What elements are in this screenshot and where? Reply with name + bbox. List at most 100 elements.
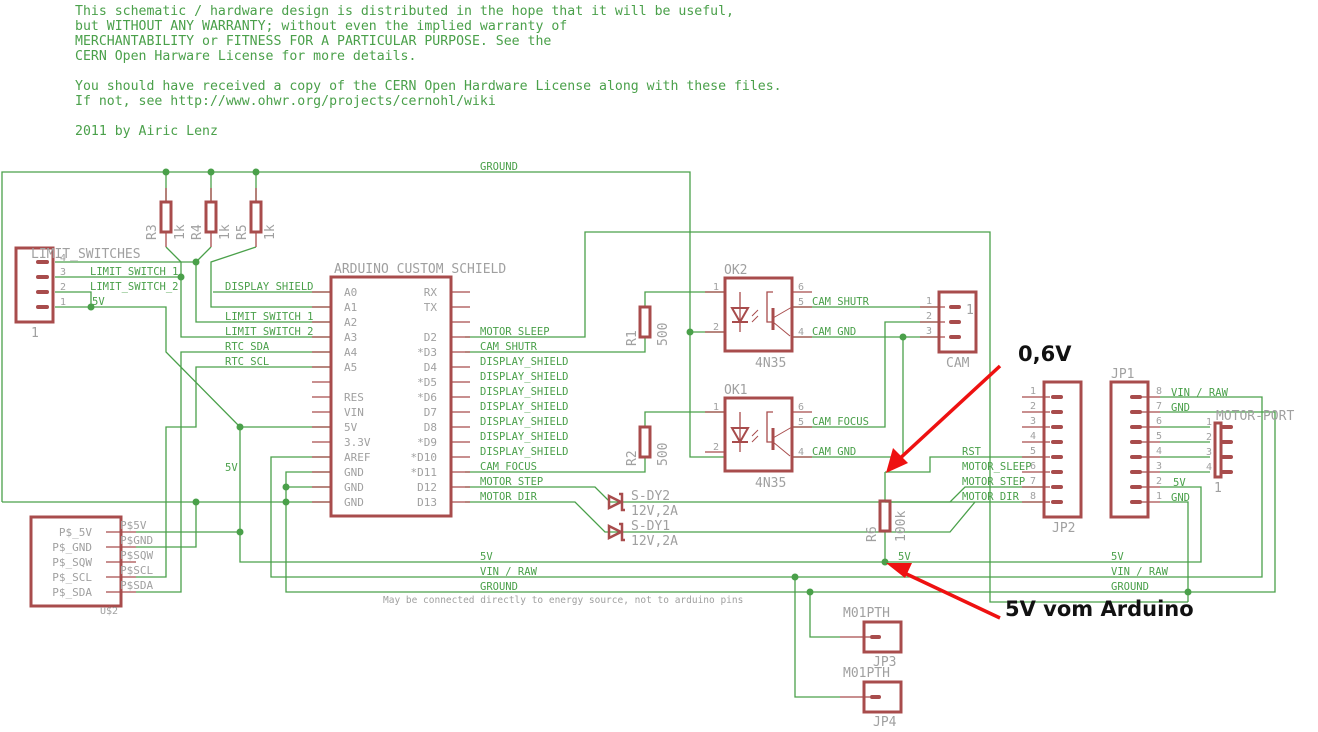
net-label-ground: GROUND (480, 161, 518, 173)
wire-rtc-sda (136, 351, 330, 593)
resistor-r4[interactable]: R4 1k (190, 188, 233, 247)
part-name: OK2 (724, 263, 747, 278)
cam-connector[interactable]: 1 1 1 2 3 CAM (920, 290, 978, 371)
resistor-r2[interactable]: R2 500 (625, 425, 671, 466)
pin-number: 1 (1156, 491, 1162, 502)
net-label-display-shield: DISPLAY_SHIELD (480, 386, 569, 398)
net-label-vin-raw: VIN / RAW (1171, 387, 1229, 399)
optocoupler-ok2[interactable]: OK2 1 2 6 5 4 4N35 (705, 263, 812, 371)
wire-motor-dir (465, 501, 885, 533)
resistor-r1[interactable]: R1 500 (625, 305, 671, 346)
pin-number: 3 (1156, 461, 1162, 472)
phototransistor-icon (766, 411, 793, 457)
part-name: MOTOR-PORT (1216, 409, 1294, 424)
pin-label: P$_SQW (52, 556, 92, 569)
wires (1, 171, 1276, 698)
wire-jp4 (794, 592, 840, 698)
part-name: LIMIT_SWITCHES (31, 247, 141, 262)
phototransistor-icon (766, 291, 793, 337)
wire-gnd-bus (285, 471, 796, 593)
wire-5v-bus (239, 427, 885, 563)
pin-number: 5 (1156, 431, 1162, 442)
net-label-display-shield: DISPLAY_SHIELD (225, 281, 314, 293)
arduino-right-pin-label: *D3 (417, 346, 437, 359)
pin-label: P$_SDA (52, 586, 92, 599)
pin-number: 8 (1156, 386, 1162, 397)
arduino-left-pin-label: A4 (344, 346, 358, 359)
annotation-0-6v: 0,6V (1018, 342, 1072, 366)
net-label-display-shield: DISPLAY_SHIELD (480, 401, 569, 413)
jp3-jumper[interactable]: M01PTH JP3 (840, 606, 903, 670)
junction (1184, 588, 1192, 596)
arduino-right-pin-label: D12 (417, 481, 437, 494)
arrow-line (897, 568, 1001, 620)
net-label-gnd: GND (1171, 492, 1190, 504)
net-label-motor-step: MOTOR_STEP (962, 476, 1025, 488)
part-value: 1 (31, 326, 39, 341)
part-name: JP3 (873, 655, 896, 670)
net-label-ground: GROUND (480, 581, 518, 593)
pin-number: 2 (713, 442, 719, 453)
arrow-head-icon (886, 563, 912, 578)
resistor-r3[interactable]: R3 1k (145, 188, 188, 247)
wire-rst (885, 456, 1045, 473)
pin-number: 1 (60, 297, 66, 308)
pin-label: P$SCL (120, 564, 153, 577)
diode-s-dy1[interactable]: S-DY1 12V,2A (607, 519, 678, 549)
wire-display-shield-a1 (210, 246, 330, 308)
part-value: 500 (656, 323, 671, 346)
optocoupler-ok1[interactable]: OK1 1 2 6 5 4 4N35 (705, 383, 812, 491)
header-body (1109, 380, 1150, 519)
part-value: 12V,2A (631, 534, 678, 549)
part-value: 100k (894, 511, 909, 542)
arduino-right-pin-label: D4 (424, 361, 438, 374)
annotation-5v-source: 5V vom Arduino (886, 563, 1194, 621)
junction (282, 498, 290, 506)
resistor-r6[interactable]: R6 100k (865, 499, 909, 542)
net-label-limit-switch-1: LIMIT_SWITCH_1 (225, 311, 314, 323)
pin-number: 6 (1030, 461, 1036, 472)
pin-number: 3 (926, 326, 932, 337)
motor-port-connector[interactable]: MOTOR-PORT 1 2 3 4 1 (1206, 409, 1294, 496)
arduino-left-pin-label: GND (344, 481, 364, 494)
energy-source-note: May be connected directly to energy sour… (383, 595, 743, 606)
pin-label: P$SDA (120, 579, 153, 592)
net-label-rst: RST (962, 446, 982, 458)
pin-number: 8 (1030, 491, 1036, 502)
junction (806, 588, 814, 596)
diode-s-dy2[interactable]: S-DY2 12V,2A (607, 489, 678, 519)
junction (236, 528, 244, 536)
net-label-vin-raw: VIN / RAW (1111, 566, 1169, 578)
part-value: M01PTH (843, 666, 890, 681)
arduino-right-pin-label: *D5 (417, 376, 437, 389)
resistor-r5[interactable]: R5 1k (235, 188, 278, 247)
net-label-ground: GROUND (1111, 581, 1149, 593)
license-line: CERN Open Harware License for more detai… (75, 49, 416, 64)
diode-icon (607, 493, 624, 511)
junction (899, 333, 907, 341)
part-name: JP2 (1052, 521, 1075, 536)
part-value: 1k (173, 224, 188, 240)
wire-ground-jp1 (795, 411, 1276, 593)
arduino-right-pin-label: *D11 (411, 466, 438, 479)
wire-vin-raw (270, 396, 1263, 578)
wire-cam-shutr (465, 337, 646, 353)
pin-number: 3 (60, 267, 66, 278)
arduino-custom-shield[interactable]: ARDUINO_CUSTOM_SCHIELD A0A1A2A3A4A5RESVI… (312, 262, 506, 518)
wire-cam-gnd-2 (792, 337, 904, 458)
rtc-module[interactable]: P$_5V P$_GND P$_SQW P$_SCL P$_SDA P$5V P… (29, 515, 153, 617)
arduino-left-pin-label: GND (344, 466, 364, 479)
resistor-body (638, 425, 652, 459)
net-label-limit-switch-1: LIMIT_SWITCH_1 (90, 266, 179, 278)
wire-r1-ok2 (644, 291, 725, 307)
wire-5v-jp1 (885, 486, 1202, 563)
net-label-display-shield: DISPLAY_SHIELD (480, 416, 569, 428)
junction (282, 483, 290, 491)
net-label-motor-sleep: MOTOR_SLEEP (480, 326, 550, 338)
pin-number: 3 (1030, 416, 1036, 427)
jp4-jumper[interactable]: M01PTH JP4 (840, 666, 903, 730)
limit-switches-connector[interactable]: LIMIT_SWITCHES 4 3 2 1 1 (14, 246, 141, 341)
